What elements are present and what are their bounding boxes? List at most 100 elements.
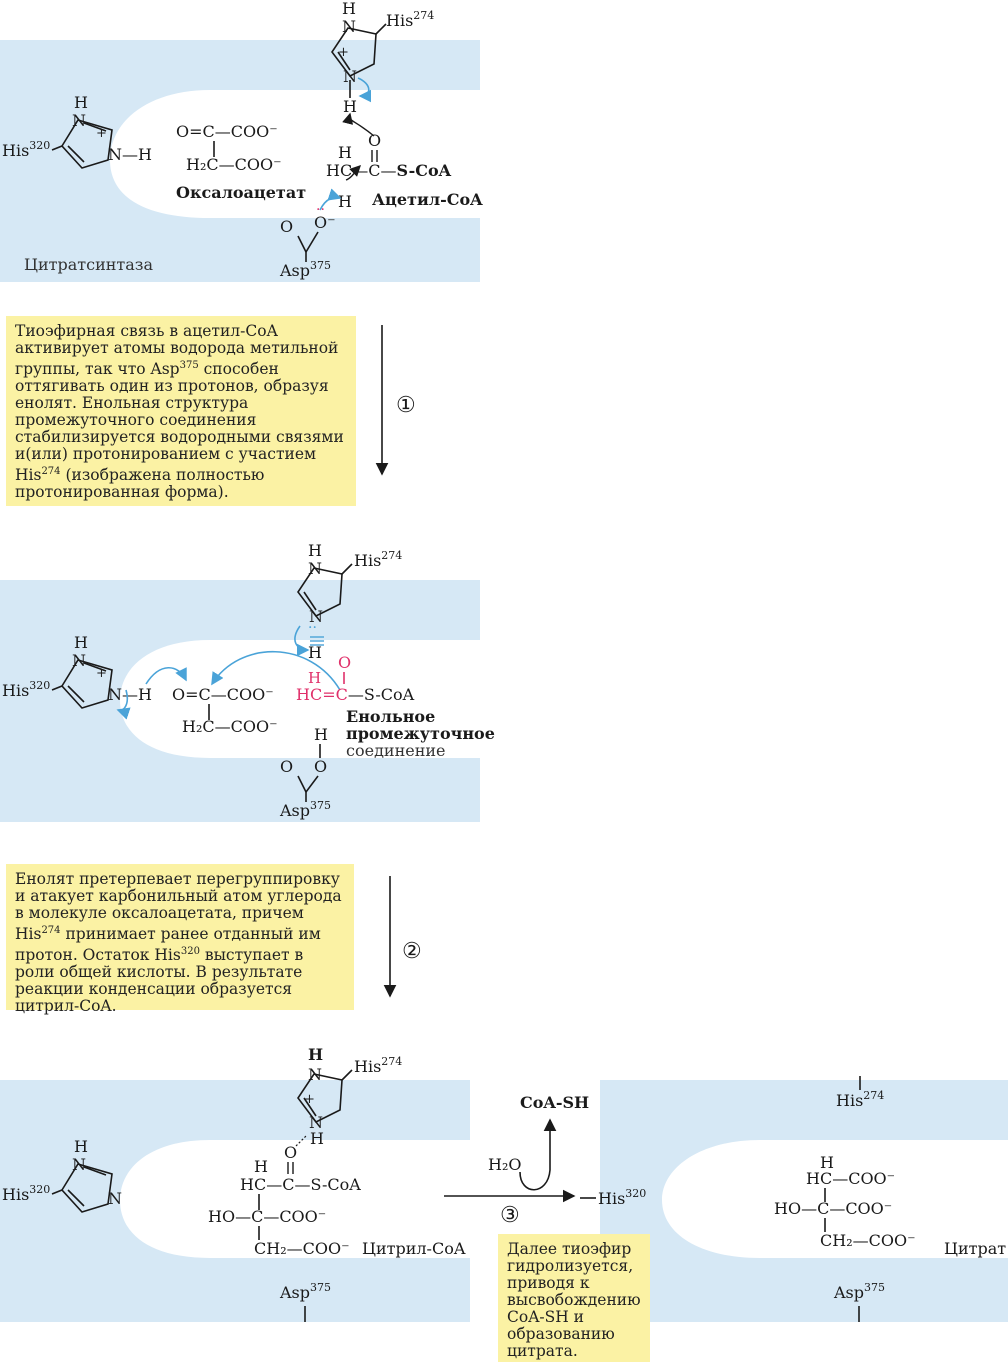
note-line: енолят. Енольная структура bbox=[15, 394, 249, 413]
note-line: и атакует карбонильный атом углерода bbox=[15, 887, 342, 905]
svg-text:N: N bbox=[308, 1065, 322, 1084]
note-line: гидролизуется, bbox=[507, 1257, 634, 1275]
svg-text:H: H bbox=[74, 633, 88, 652]
citrate-synthase-label: Цитратсинтаза bbox=[24, 255, 154, 274]
citrylcoa-formula-mid: HO—C—COO⁻ bbox=[208, 1207, 326, 1226]
oxaloacetate-formula-4: H₂C—COO⁻ bbox=[182, 717, 278, 736]
note-line: оттягивать один из протонов, образуя bbox=[15, 377, 329, 396]
svg-text:N: N bbox=[342, 17, 356, 36]
svg-text:H: H bbox=[74, 1137, 88, 1156]
svg-text:N—H: N—H bbox=[108, 685, 152, 704]
svg-text:N: N bbox=[108, 1189, 122, 1208]
citrylcoa-label: Цитрил-CoA bbox=[362, 1239, 466, 1258]
svg-text:H: H bbox=[254, 1157, 268, 1176]
enzyme-pocket-1 bbox=[0, 40, 480, 282]
acetylcoa-formula: HC—C—S-CoA bbox=[326, 161, 452, 180]
svg-text:+: + bbox=[96, 666, 107, 681]
his320-label-1: His320 bbox=[2, 139, 50, 160]
svg-text:H: H bbox=[308, 643, 322, 662]
svg-text:H: H bbox=[310, 1129, 324, 1148]
note-line: цитрил-CoA. bbox=[15, 997, 117, 1016]
svg-text:··: ·· bbox=[308, 620, 317, 636]
note-line: Далее тиоэфир bbox=[507, 1240, 632, 1258]
enol-label-3: соединение bbox=[346, 741, 446, 760]
svg-text:O: O bbox=[280, 757, 293, 776]
svg-text:H: H bbox=[308, 669, 321, 687]
svg-text:O: O bbox=[368, 131, 381, 150]
asp375-label-1: Asp375 bbox=[279, 259, 331, 280]
note-line: в молекуле оксалоацетата, причем bbox=[15, 904, 304, 922]
his320-label-3: His320 bbox=[2, 1183, 50, 1204]
svg-text:O: O bbox=[314, 757, 327, 776]
svg-text:O: O bbox=[284, 1143, 297, 1162]
oxaloacetate-label: Оксалоацетат bbox=[176, 183, 306, 202]
oxaloacetate-formula-1: O=C—COO⁻ bbox=[176, 122, 278, 141]
svg-text:H: H bbox=[342, 0, 356, 18]
his320-label-2: His320 bbox=[2, 679, 50, 700]
panel-1-enzyme-active-site: H N + N—H His320 O=C—COO⁻ H₂C—COO⁻ Оксал… bbox=[0, 0, 483, 282]
note-line: приводя к bbox=[507, 1274, 590, 1292]
citrate-formula-mid: HO—C—COO⁻ bbox=[774, 1199, 892, 1218]
panel-2-enol-intermediate: H N + N—H His320 O=C—COO⁻ H₂C—COO⁻ H N N… bbox=[0, 541, 495, 822]
note-line: роли общей кислоты. В результате bbox=[15, 963, 303, 982]
note-line: цитрата. bbox=[507, 1342, 578, 1360]
svg-text:N: N bbox=[308, 559, 322, 578]
note-line: образованию bbox=[507, 1325, 615, 1343]
svg-text:H: H bbox=[343, 97, 357, 116]
note-line: протонированная форма). bbox=[15, 483, 229, 502]
his274-label-4: His274 bbox=[836, 1089, 884, 1110]
note-line: Енолят претерпевает перегруппировку bbox=[15, 870, 340, 888]
his274-label-3: His274 bbox=[354, 1055, 402, 1076]
coash-label: CoA-SH bbox=[520, 1093, 589, 1112]
his320-imidazole bbox=[51, 119, 113, 169]
note-line: Тиоэфирная связь в ацетил-CoA bbox=[15, 322, 278, 340]
asp375-label-4: Asp375 bbox=[833, 1281, 885, 1302]
svg-text:+: + bbox=[338, 45, 349, 60]
svg-text:H: H bbox=[308, 1045, 323, 1064]
citrate-label: Цитрат bbox=[944, 1239, 1006, 1258]
enzyme-pocket-4 bbox=[600, 1080, 1008, 1322]
svg-text:N: N bbox=[72, 651, 86, 670]
svg-text:H: H bbox=[74, 93, 88, 112]
note-line: CoA-SH и bbox=[507, 1308, 585, 1326]
note-line: His274 принимает ранее отданный им bbox=[15, 925, 321, 944]
note-line: промежуточного соединения bbox=[15, 411, 257, 430]
note-line: активирует атомы водорода метильной bbox=[15, 339, 339, 357]
step-2-number: ② bbox=[402, 939, 422, 964]
enol-label-1: Енольное bbox=[346, 707, 435, 726]
step-1-number: ① bbox=[396, 393, 416, 418]
svg-text:O: O bbox=[338, 653, 351, 672]
svg-text:N: N bbox=[72, 1155, 86, 1174]
panel-3-citrate: His320 His274 H HC—COO⁻ HO—C—COO⁻ CH₂—CO… bbox=[580, 1076, 1008, 1322]
note-line: стабилизируется водородными связями bbox=[15, 428, 344, 447]
panel-3-citryl-coa: H N N His320 H N + N H His274 O H HC—C—S… bbox=[0, 1045, 470, 1322]
svg-text:H: H bbox=[338, 192, 352, 211]
citrylcoa-formula-bot: CH₂—COO⁻ bbox=[254, 1239, 350, 1258]
svg-text:+: + bbox=[304, 1092, 315, 1107]
svg-text:N: N bbox=[72, 111, 86, 130]
citrate-formula-bot: CH₂—COO⁻ bbox=[820, 1231, 916, 1250]
citrylcoa-formula-top: HC—C—S-CoA bbox=[240, 1175, 361, 1194]
svg-text:N: N bbox=[343, 67, 357, 86]
acetylcoa-label: Ацетил-CoA bbox=[372, 190, 483, 209]
svg-text:N—H: N—H bbox=[108, 145, 152, 164]
asp375-label-3: Asp375 bbox=[279, 1281, 331, 1302]
enol-formula: HC=C—S-CoA bbox=[296, 685, 415, 704]
note-line: His274 (изображена полностью bbox=[15, 466, 265, 485]
citrate-formula-top: HC—COO⁻ bbox=[806, 1169, 895, 1188]
his274-label-2: His274 bbox=[354, 549, 402, 570]
note-line: и(или) протонированием с участием bbox=[15, 445, 317, 464]
svg-text:H: H bbox=[820, 1153, 834, 1172]
enzyme-pocket-3 bbox=[0, 1080, 470, 1322]
note-line: протон. Остаток His320 выступает в bbox=[15, 946, 304, 965]
svg-text:H: H bbox=[314, 725, 328, 744]
step-3-number: ③ bbox=[500, 1203, 520, 1228]
asp375-label-2: Asp375 bbox=[279, 799, 331, 820]
note-line: группы, так что Asp375 способен bbox=[15, 360, 279, 379]
